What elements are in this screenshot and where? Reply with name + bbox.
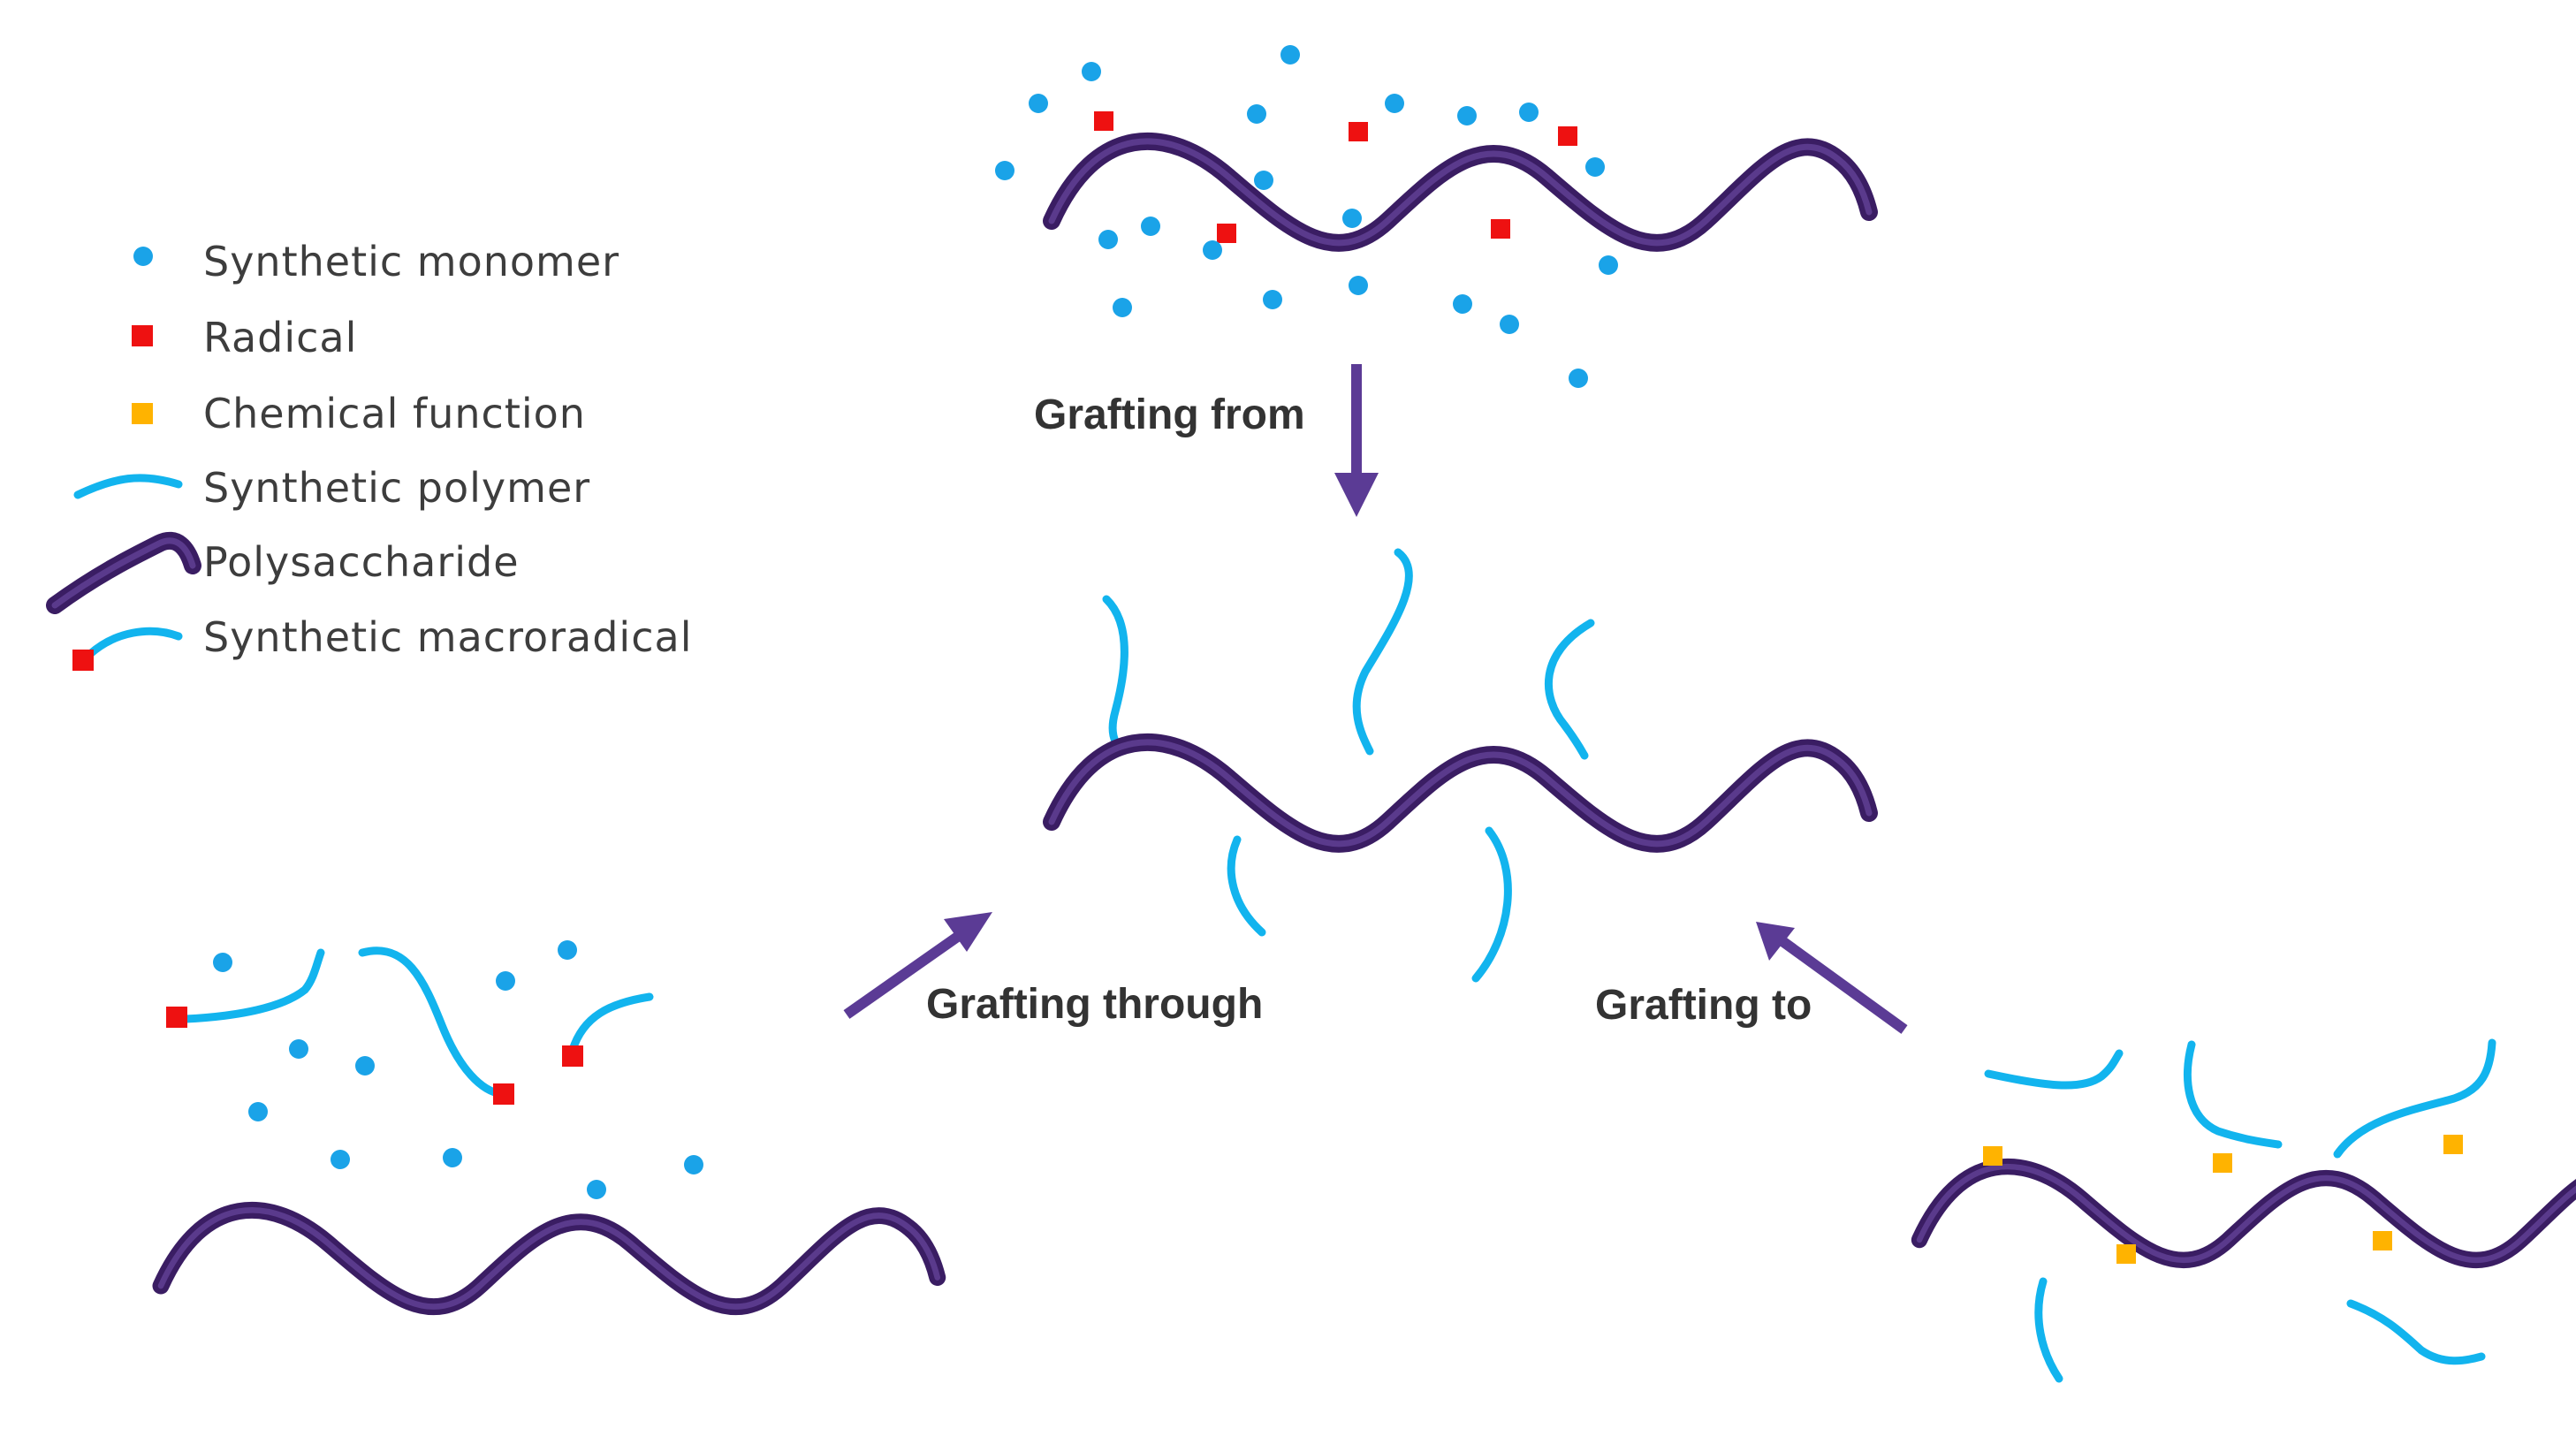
legend-synthetic-polymer: Synthetic polymer [203,464,590,512]
legend-radical: Radical [203,314,357,361]
grafting-from-label: Grafting from [1034,391,1305,438]
radical-markers [1094,111,1577,243]
legend-radical-icon [132,325,153,346]
grafting-from-reactants [995,45,1869,388]
legend-chemical-function: Chemical function [203,390,586,437]
radical-marker [1094,111,1113,131]
chemical-function-markers [1983,1135,2463,1264]
grafting-to-reactants [1919,1038,2576,1383]
monomer-dots [995,45,1618,388]
polysaccharide-chain [1919,1167,2576,1260]
polysaccharide-chain [1052,141,1869,243]
grafting-through-arrow [843,912,992,1019]
legend-synthetic-polymer-icon [73,474,183,499]
radical-marker [1217,224,1236,243]
legend-chemical-function-icon [132,403,153,424]
grafting-through-reactants [161,940,938,1307]
legend-synthetic-macroradical: Synthetic macroradical [203,613,692,661]
macroradicals [166,946,654,1105]
synthetic-polymer-grafts [1102,548,1595,983]
radical-marker [1349,122,1368,141]
grafting-through-label: Grafting through [926,981,1263,1028]
legend-synthetic-macroradical-icon [72,627,183,671]
graft-copolymer [1052,548,1869,983]
polysaccharide-chain [1052,742,1869,844]
grafting-to-arrow [1756,922,1908,1034]
legend-synthetic-monomer: Synthetic monomer [203,238,619,285]
grafting-from-arrow [1334,364,1379,517]
legend-polysaccharide-icon [46,531,201,614]
radical-marker [1558,126,1577,146]
monomer-dots [213,940,703,1199]
synthetic-polymers [1984,1038,2496,1383]
grafting-to-label: Grafting to [1595,982,1812,1029]
legend-monomer-icon [133,247,153,266]
legend: Synthetic monomer Radical Chemical funct… [46,238,692,671]
legend-polysaccharide: Polysaccharide [203,538,520,586]
radical-marker [1491,219,1510,239]
polysaccharide-chain [161,1210,938,1306]
